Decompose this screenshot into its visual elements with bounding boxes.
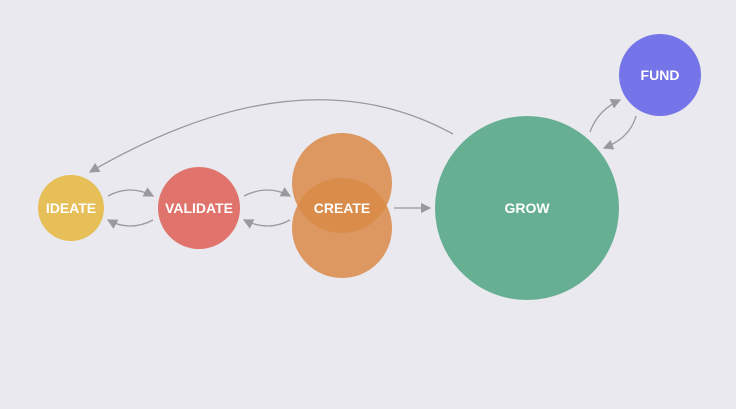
validate-label: VALIDATE	[165, 200, 233, 216]
create-node-bottom	[292, 178, 392, 278]
grow-node	[435, 116, 619, 300]
fund-label: FUND	[640, 67, 680, 83]
create-label: CREATE	[313, 200, 371, 216]
fund-node	[619, 34, 701, 116]
validate-node	[158, 167, 240, 249]
ideate-node	[38, 175, 104, 241]
ideate-label: IDEATE	[45, 200, 97, 216]
arrows	[88, 99, 637, 229]
grow-label: GROW	[504, 200, 550, 216]
